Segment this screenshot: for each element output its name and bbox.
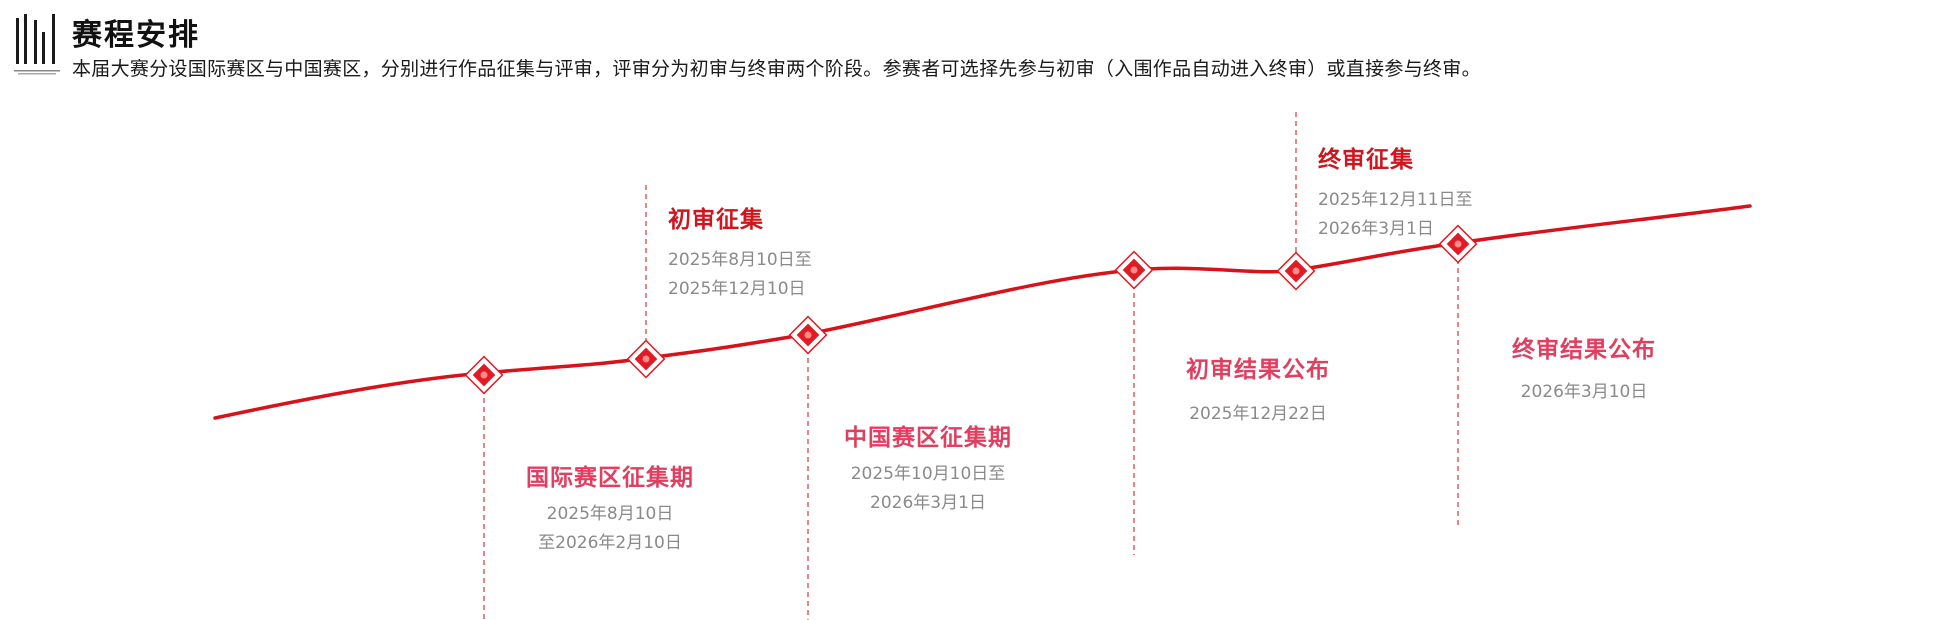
milestone-marker-intl xyxy=(464,355,504,395)
milestone-prelim-collect: 初审征集 2025年8月10日至 2025年12月10日 xyxy=(668,200,812,304)
page-subtitle: 本届大赛分设国际赛区与中国赛区，分别进行作品征集与评审，评审分为初审与终审两个阶… xyxy=(72,58,1481,80)
milestone-date: 2026年3月10日 xyxy=(1520,382,1648,402)
milestone-date: 2026年3月1日 xyxy=(870,493,986,513)
page-title: 赛程安排 xyxy=(72,18,200,53)
milestone-title: 初审结果公布 xyxy=(1186,357,1330,383)
milestone-marker-prelim-collect xyxy=(626,339,666,379)
milestone-date: 2025年8月10日至 xyxy=(668,250,812,270)
milestone-marker-final-collect xyxy=(1276,251,1316,291)
milestone-title: 终审征集 xyxy=(1318,147,1414,173)
milestone-date: 2025年8月10日 xyxy=(546,504,674,524)
milestone-date: 2025年12月22日 xyxy=(1189,404,1327,424)
milestone-final-result: 终审结果公布 2026年3月10日 xyxy=(1484,330,1684,407)
milestone-prelim-result: 初审结果公布 2025年12月22日 xyxy=(1158,350,1358,429)
milestone-title: 中国赛区征集期 xyxy=(844,425,1012,451)
milestone-final-collect: 终审征集 2025年12月11日至 2026年3月1日 xyxy=(1318,140,1473,244)
logo xyxy=(14,14,60,75)
milestone-title: 终审结果公布 xyxy=(1512,337,1656,363)
milestone-title: 国际赛区征集期 xyxy=(526,465,694,491)
milestone-date: 2025年12月11日至 xyxy=(1318,190,1473,210)
milestone-title: 初审征集 xyxy=(668,207,764,233)
milestone-date: 2026年3月1日 xyxy=(1318,219,1434,239)
milestone-marker-final-result xyxy=(1438,224,1478,264)
milestone-date: 2025年10月10日至 xyxy=(850,464,1006,484)
milestone-marker-china xyxy=(788,315,828,355)
milestone-china: 中国赛区征集期 2025年10月10日至 2026年3月1日 xyxy=(828,418,1028,518)
milestone-date: 2025年12月10日 xyxy=(668,279,806,299)
milestone-marker-prelim-result xyxy=(1114,250,1154,290)
milestone-intl: 国际赛区征集期 2025年8月10日 至2026年2月10日 xyxy=(510,458,710,558)
milestone-date: 至2026年2月10日 xyxy=(538,533,682,553)
